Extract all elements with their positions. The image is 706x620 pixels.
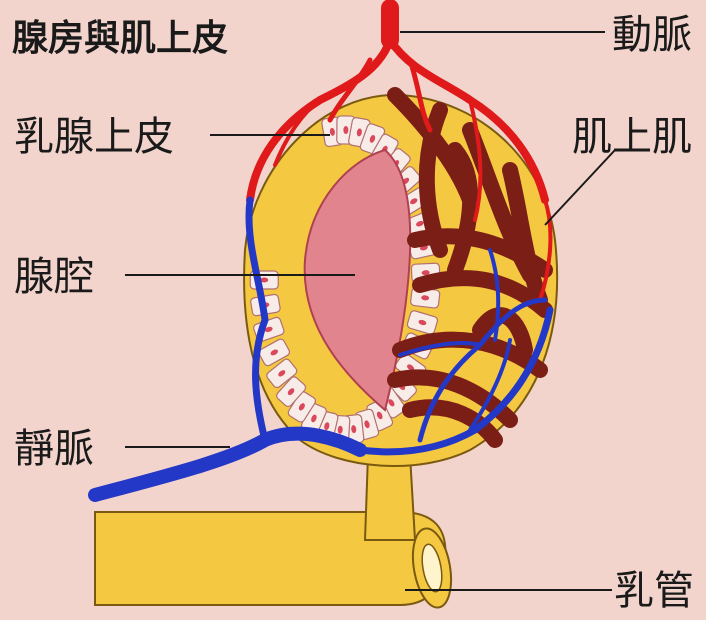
label-gland-epithelium: 乳腺上皮 — [14, 114, 174, 160]
label-myoepithelium: 肌上肌 — [572, 114, 692, 160]
label-artery: 動脈 — [612, 12, 692, 58]
label-vein: 靜脈 — [14, 426, 94, 472]
diagram-title: 腺房與肌上皮 — [12, 18, 228, 59]
leader-myoepithelium — [545, 150, 615, 225]
label-lumen: 腺腔 — [14, 254, 94, 300]
label-milk-duct: 乳管 — [614, 568, 694, 614]
